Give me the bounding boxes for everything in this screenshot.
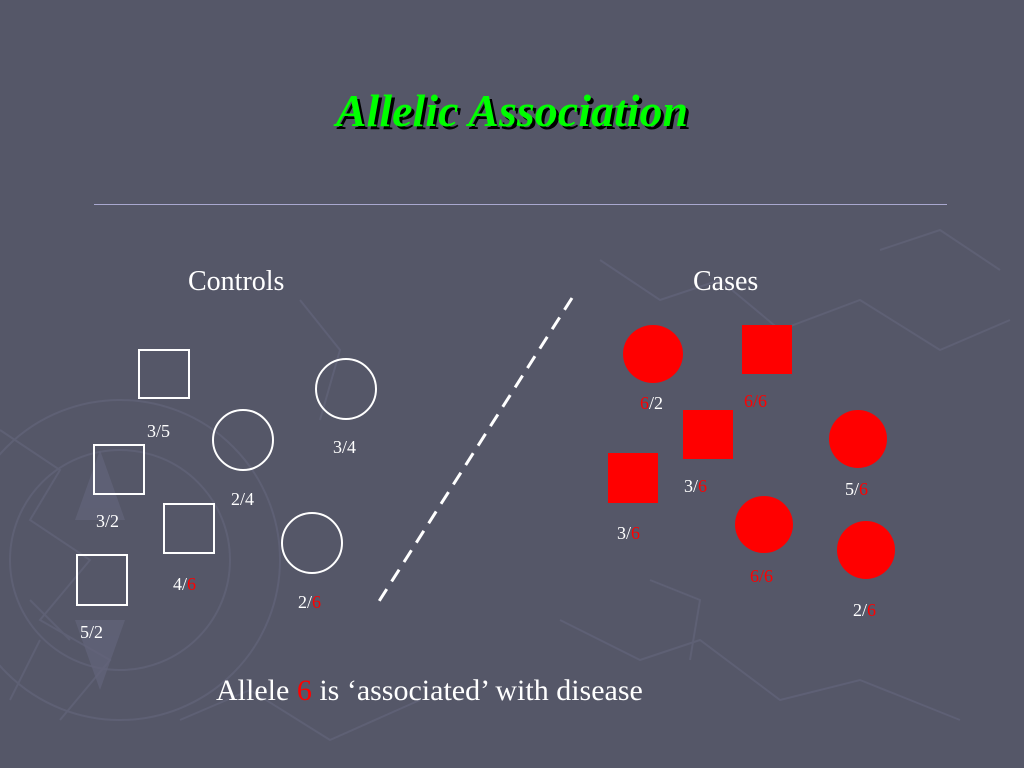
allele-separator: /: [862, 600, 868, 620]
allele-separator: /: [240, 489, 246, 509]
allele-1: 2: [231, 489, 240, 509]
allele-2: 6: [867, 600, 877, 620]
case-3-genotype: 3/6: [684, 476, 707, 497]
control-3-genotype: 2/4: [231, 489, 254, 510]
title-divider-line: [94, 204, 947, 205]
allele-1: 3: [96, 511, 105, 531]
allele-1: 3: [147, 421, 156, 441]
case-3-affected-male-square: [683, 410, 733, 459]
control-7-male-square: [76, 554, 128, 606]
allele-1: 2: [853, 600, 862, 620]
allele-2: 2: [654, 393, 664, 413]
allele-2: 6: [859, 479, 869, 499]
case-7-affected-female-circle: [837, 521, 895, 579]
allele-1: 3: [617, 523, 626, 543]
case-6-genotype: 6/6: [750, 566, 773, 587]
control-2-female-circle: [315, 358, 377, 420]
control-2-genotype: 3/4: [333, 437, 356, 458]
allele-1: 5: [845, 479, 854, 499]
case-6-affected-female-circle: [735, 496, 793, 553]
allele-1: 6: [744, 391, 753, 411]
allele-separator: /: [854, 479, 860, 499]
caption-prefix: Allele: [216, 674, 297, 707]
allele-separator: /: [759, 566, 765, 586]
caption-allele: 6: [296, 674, 312, 707]
allele-separator: /: [89, 622, 95, 642]
case-7-genotype: 2/6: [853, 600, 876, 621]
control-6-female-circle: [281, 512, 343, 574]
case-4-affected-female-circle: [829, 410, 887, 468]
allele-1: 5: [80, 622, 89, 642]
control-5-male-square: [163, 503, 215, 554]
allele-separator: /: [649, 393, 655, 413]
allele-2: 6: [312, 592, 322, 612]
allele-separator: /: [182, 574, 188, 594]
allele-separator: /: [626, 523, 632, 543]
cases-label: Cases: [693, 266, 759, 297]
allele-separator: /: [693, 476, 699, 496]
association-caption: Allele 6 is ‘associated’ with disease: [216, 674, 643, 708]
control-3-female-circle: [212, 409, 274, 471]
control-6-genotype: 2/6: [298, 592, 321, 613]
dashed-separator-line: [374, 297, 574, 607]
allele-2: 5: [161, 421, 171, 441]
allele-1: 6: [750, 566, 759, 586]
allele-2: 2: [110, 511, 120, 531]
controls-label: Controls: [188, 266, 285, 297]
allele-2: 6: [764, 566, 774, 586]
control-4-male-square: [93, 444, 145, 495]
caption-suffix: is ‘associated’ with disease: [311, 674, 643, 707]
control-7-genotype: 5/2: [80, 622, 103, 643]
case-1-affected-female-circle: [623, 325, 683, 383]
allele-separator: /: [156, 421, 162, 441]
allele-1: 6: [640, 393, 649, 413]
allele-separator: /: [753, 391, 759, 411]
allele-separator: /: [342, 437, 348, 457]
slide-title: Allelic Association: [335, 85, 689, 136]
case-2-affected-male-square: [742, 325, 792, 374]
allele-2: 6: [758, 391, 768, 411]
allele-2: 6: [631, 523, 641, 543]
case-5-genotype: 3/6: [617, 523, 640, 544]
control-1-male-square: [138, 349, 190, 399]
control-1-genotype: 3/5: [147, 421, 170, 442]
allele-2: 6: [187, 574, 197, 594]
allele-2: 2: [94, 622, 104, 642]
allele-2: 4: [245, 489, 255, 509]
control-4-genotype: 3/2: [96, 511, 119, 532]
case-5-affected-male-square: [608, 453, 658, 503]
allele-1: 4: [173, 574, 182, 594]
case-2-genotype: 6/6: [744, 391, 767, 412]
case-4-genotype: 5/6: [845, 479, 868, 500]
allele-separator: /: [105, 511, 111, 531]
allele-1: 3: [684, 476, 693, 496]
allele-1: 2: [298, 592, 307, 612]
allele-2: 6: [698, 476, 708, 496]
allele-1: 3: [333, 437, 342, 457]
control-5-genotype: 4/6: [173, 574, 196, 595]
case-1-genotype: 6/2: [640, 393, 663, 414]
allele-2: 4: [347, 437, 357, 457]
allele-separator: /: [307, 592, 313, 612]
